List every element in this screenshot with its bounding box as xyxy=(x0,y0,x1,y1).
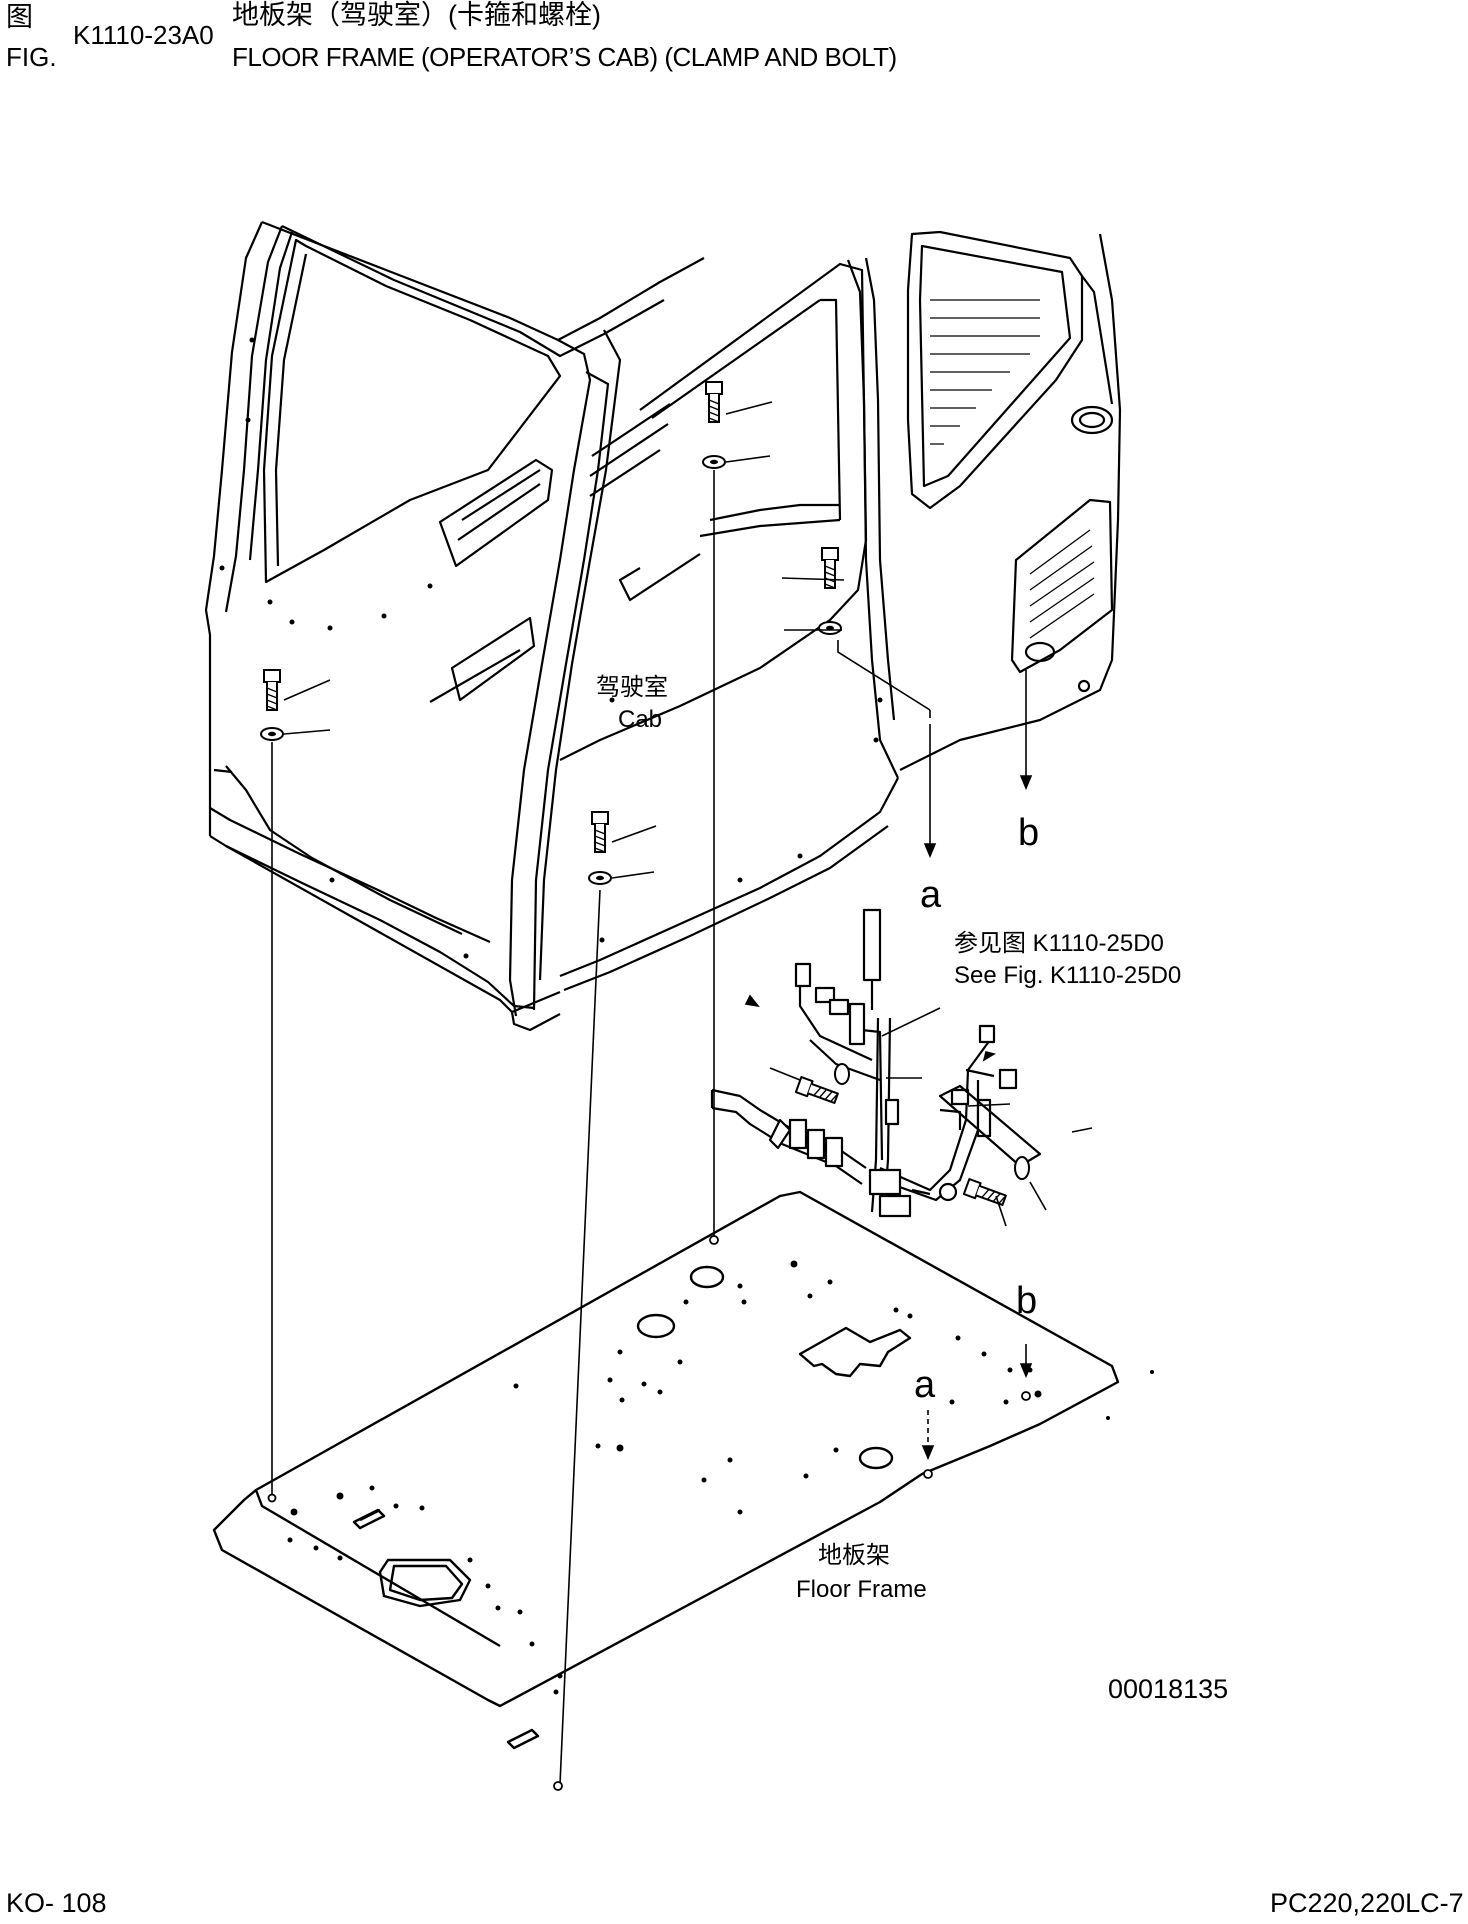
cab-label-cn: 驾驶室 xyxy=(596,674,668,701)
bolt-icon xyxy=(705,381,723,423)
floor-mount-hole xyxy=(554,1782,562,1790)
washer-icon xyxy=(818,621,842,635)
figure-number: K1110-23A0 xyxy=(73,20,214,50)
harness-cable-hose xyxy=(712,1090,866,1168)
floor-frame-outline xyxy=(214,1192,1118,1706)
floor-raised-plate xyxy=(800,1328,910,1376)
title-cn: 地板架（驾驶室）(卡箍和螺栓) xyxy=(232,0,601,30)
floor-frame-label-cn: 地板架 xyxy=(818,1542,890,1569)
cab-rear-window xyxy=(908,232,1082,508)
arrows xyxy=(746,776,1031,1458)
floor-hole xyxy=(860,1448,892,1468)
operator-cab xyxy=(206,222,1120,1030)
page-number: KO- 108 xyxy=(6,1888,107,1918)
bolt-icon xyxy=(591,811,609,853)
cab-door-pillar xyxy=(510,340,590,1016)
arrow-a-upper xyxy=(925,844,935,856)
harness-branch-left xyxy=(800,980,872,1060)
cab-roof-edge xyxy=(262,222,704,340)
floor-hole xyxy=(691,1267,723,1287)
floor-mount-hole xyxy=(269,1495,276,1502)
wiring-harness xyxy=(712,910,1040,1216)
cab-left-pillar xyxy=(206,222,262,836)
cab-door-opening xyxy=(560,264,866,760)
reference-label-cn: 参见图 K1110-25D0 xyxy=(954,930,1164,957)
machine-model: PC220,220LC-7 xyxy=(1270,1888,1464,1918)
floor-mount-hole xyxy=(710,1236,718,1244)
cab-rear-louver xyxy=(1012,500,1112,672)
floor-mount-hole xyxy=(1022,1392,1030,1400)
cab-bottom-edge xyxy=(226,846,560,1012)
title-en: FLOOR FRAME (OPERATOR’S CAB) (CLAMP AND … xyxy=(232,42,897,72)
bolt-icon xyxy=(263,669,281,711)
bolt-icon xyxy=(821,547,839,589)
washer-icon xyxy=(260,727,284,741)
floor-frame xyxy=(214,1192,1154,1748)
cab-left-window xyxy=(264,240,560,582)
washer-icon xyxy=(588,871,612,885)
harness-branch-right xyxy=(880,1040,990,1190)
leader-lines xyxy=(284,402,1092,1226)
washer-icon xyxy=(702,455,726,469)
cab-rear-body xyxy=(900,234,1120,770)
cab-label-en: Cab xyxy=(618,706,663,733)
arrow-label-a-lower: a xyxy=(914,1364,936,1406)
arrow-label-b-lower: b xyxy=(1016,1280,1038,1322)
floor-hole xyxy=(638,1315,674,1337)
cab-rear-pillar xyxy=(848,260,898,778)
drawing-id: 00018135 xyxy=(1108,1674,1229,1704)
arrow-label-a-upper: a xyxy=(920,874,942,916)
floor-frame-label-en: Floor Frame xyxy=(796,1576,927,1603)
cab-side-frame xyxy=(210,836,534,1008)
arrow-b-upper xyxy=(1021,776,1031,788)
figure-label-en: FIG. xyxy=(6,42,57,72)
arrow-label-b-upper: b xyxy=(1018,812,1040,854)
reference-label-en: See Fig. K1110-25D0 xyxy=(954,962,1182,989)
assembly-lines xyxy=(272,470,1026,1784)
figure-label-cn: 图 xyxy=(6,2,33,32)
floor-mount-hole xyxy=(924,1470,932,1478)
